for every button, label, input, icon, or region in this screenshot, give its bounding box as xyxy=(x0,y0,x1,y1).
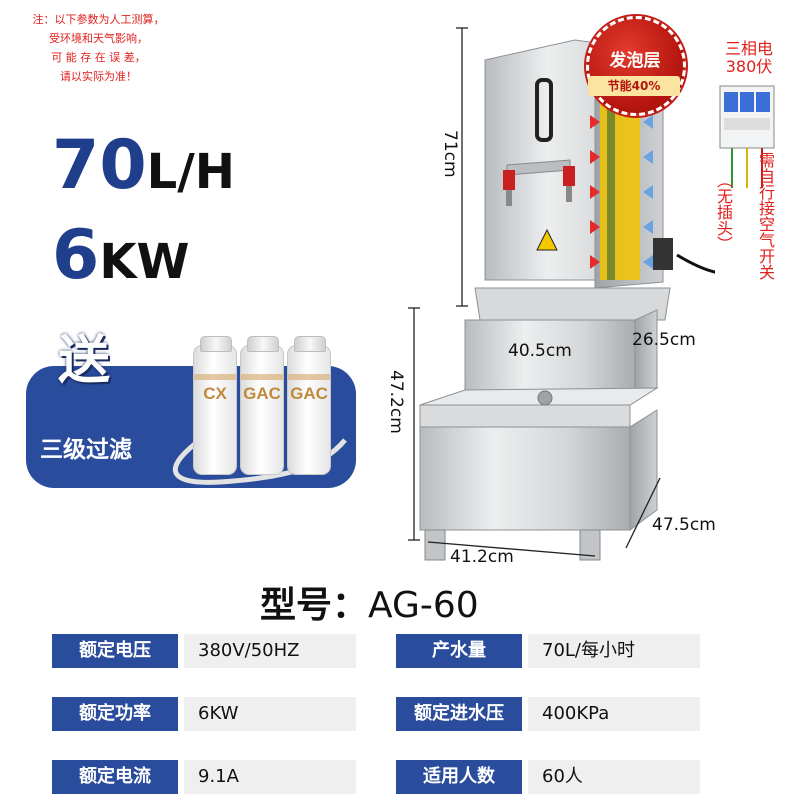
filter-label: CX xyxy=(203,384,227,403)
filter-cap xyxy=(294,336,326,352)
spec-label-capacity: 适用人数 xyxy=(396,760,522,794)
foam-layer-badge xyxy=(586,16,686,116)
dimension-upper-depth: 26.5cm xyxy=(632,330,696,350)
filter-cartridge: GAC xyxy=(240,336,284,475)
note-line: 注：以下参数为人工测算， xyxy=(32,13,165,26)
badge-title: 发泡层 xyxy=(609,51,661,71)
filter-cartridge: CX xyxy=(193,336,237,475)
note-line: 可 能 存 在 误 差， xyxy=(51,51,146,64)
power-value: 6 xyxy=(52,216,100,295)
dimension-upper-width: 40.5cm xyxy=(508,341,572,361)
air-switch-note: 需自行接空气开关 xyxy=(756,152,775,280)
power-unit: KW xyxy=(99,234,190,290)
spec-value-inlet-pressure: 400KPa xyxy=(528,697,700,731)
filter-label: GAC xyxy=(243,384,281,403)
no-plug-note: （无插头） xyxy=(714,172,733,252)
three-phase-line1: 三相电 xyxy=(724,39,773,58)
dimension-base-width: 41.2cm xyxy=(450,547,514,567)
spec-label-current: 额定电流 xyxy=(52,760,178,794)
spec-value-output: 70L/每小时 xyxy=(528,634,700,668)
badge-subtitle: 节能40% xyxy=(588,76,680,96)
gift-label: 送 xyxy=(58,331,111,391)
circuit-breaker-illustration xyxy=(719,85,775,188)
three-phase-line2: 380伏 xyxy=(725,57,773,76)
dimension-lower-height: 47.2cm xyxy=(386,370,406,434)
filter-cap xyxy=(247,336,279,352)
note-line: 受环境和天气影响， xyxy=(49,32,148,45)
flow-rate-headline: 70L/H xyxy=(52,132,235,200)
dimension-base-depth: 47.5cm xyxy=(652,515,716,535)
spec-value-current: 9.1A xyxy=(184,760,356,794)
filter-cartridge: GAC xyxy=(287,336,331,475)
spec-value-voltage: 380V/50HZ xyxy=(184,634,356,668)
filter-label: GAC xyxy=(290,384,328,403)
spec-label-inlet-pressure: 额定进水压 xyxy=(396,697,522,731)
model-value: AG-60 xyxy=(368,585,479,626)
spec-value-power: 6KW xyxy=(184,697,356,731)
model-line: 型号：AG-60 xyxy=(260,576,479,628)
note-line: 请以实际为准！ xyxy=(60,70,137,83)
spec-label-voltage: 额定电压 xyxy=(52,634,178,668)
dimension-lines xyxy=(408,27,661,557)
disclaimer-note: 注：以下参数为人工测算， 受环境和天气影响， 可 能 存 在 误 差， 请以实际… xyxy=(6,10,191,86)
spec-value-capacity: 60人 xyxy=(528,760,700,794)
filter-promo-text: 三级过滤 xyxy=(40,437,132,463)
power-headline: 6KW xyxy=(52,222,189,290)
dimension-upper-height: 71cm xyxy=(440,130,460,178)
flow-rate-value: 70 xyxy=(52,126,147,205)
filter-cap xyxy=(200,336,232,352)
model-label: 型号： xyxy=(260,585,369,626)
spec-label-output: 产水量 xyxy=(396,634,522,668)
spec-label-power: 额定功率 xyxy=(52,697,178,731)
flow-rate-unit: L/H xyxy=(146,144,235,200)
three-phase-label: 三相电 380伏 xyxy=(712,40,786,76)
